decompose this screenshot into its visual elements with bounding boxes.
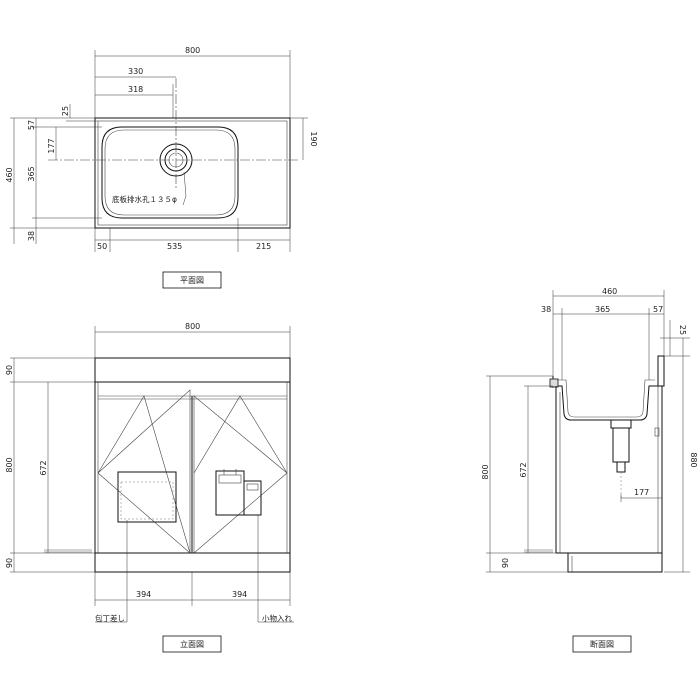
section-backsplash xyxy=(657,355,665,387)
section-dim-38: 38 xyxy=(541,305,551,314)
plan-sink-bowl xyxy=(101,126,239,219)
plan-drain-leader xyxy=(182,171,187,206)
section-sink-profile xyxy=(552,376,659,421)
plan-title: 平面図 xyxy=(180,276,204,285)
plan-dim-57: 57 xyxy=(27,120,36,130)
front-knife-holder xyxy=(117,471,177,523)
section-dim-672: 672 xyxy=(519,462,528,477)
plan-counter-inner xyxy=(97,120,288,226)
section-title: 断面図 xyxy=(590,639,614,649)
front-storage-box xyxy=(215,470,245,516)
section-dim-800: 800 xyxy=(481,464,490,479)
plan-dim-50: 50 xyxy=(97,242,107,251)
section-dim-25: 25 xyxy=(678,325,687,335)
front-title: 立面図 xyxy=(180,639,204,649)
plan-title-box xyxy=(162,271,222,289)
front-dim-800-v: 800 xyxy=(5,457,14,472)
plan-dim-38: 38 xyxy=(27,231,36,241)
section-dim-57: 57 xyxy=(653,305,663,314)
plan-dim-25: 25 xyxy=(61,106,70,116)
front-dim-394-left: 394 xyxy=(136,590,151,599)
plan-dim-330: 330 xyxy=(128,67,143,76)
front-base xyxy=(94,552,291,573)
section-dim-365: 365 xyxy=(595,305,610,314)
front-dim-394-right: 394 xyxy=(232,590,247,599)
front-dim-90-top: 90 xyxy=(5,365,14,375)
plan-dim-215: 215 xyxy=(256,242,271,251)
plan-dim-460: 460 xyxy=(5,167,14,182)
section-dim-177: 177 xyxy=(634,488,649,497)
front-dim-90-bottom: 90 xyxy=(5,558,14,568)
section-drain-trap xyxy=(610,419,632,429)
section-title-box xyxy=(572,635,632,653)
section-dim-90: 90 xyxy=(501,558,510,568)
front-knife-label: 包丁差し xyxy=(95,613,125,623)
front-right-door-swing xyxy=(193,395,288,554)
front-storage-label: 小物入れ xyxy=(262,613,292,623)
front-view: 800 90 800 90 672 394 394 包丁差し 小物入れ 立面図 xyxy=(5,322,294,653)
section-view: 460 38 365 57 25 880 800 90 672 177 断面 xyxy=(481,287,698,653)
front-dim-672: 672 xyxy=(39,460,48,475)
front-left-door-swing xyxy=(97,389,191,554)
plan-counter-outline xyxy=(94,117,291,229)
plan-dim-177: 177 xyxy=(47,138,56,153)
plan-drain-label: 底板排水孔１３５φ xyxy=(112,194,177,204)
section-dim-880: 880 xyxy=(689,452,698,467)
plan-dim-535: 535 xyxy=(167,242,182,251)
plan-view: 底板排水孔１３５φ 800 330 318 460 57 365 38 177 … xyxy=(5,46,318,289)
section-dim-460: 460 xyxy=(602,287,617,296)
section-base xyxy=(567,552,663,573)
plan-dim-365: 365 xyxy=(27,166,36,181)
front-countertop xyxy=(94,357,291,383)
plan-dim-800: 800 xyxy=(185,46,200,55)
front-dim-800: 800 xyxy=(185,322,200,331)
plan-dim-318: 318 xyxy=(128,85,143,94)
plan-dim-190: 190 xyxy=(309,131,318,146)
plan-sink-bowl-inner xyxy=(104,129,236,216)
front-title-box xyxy=(162,635,222,653)
